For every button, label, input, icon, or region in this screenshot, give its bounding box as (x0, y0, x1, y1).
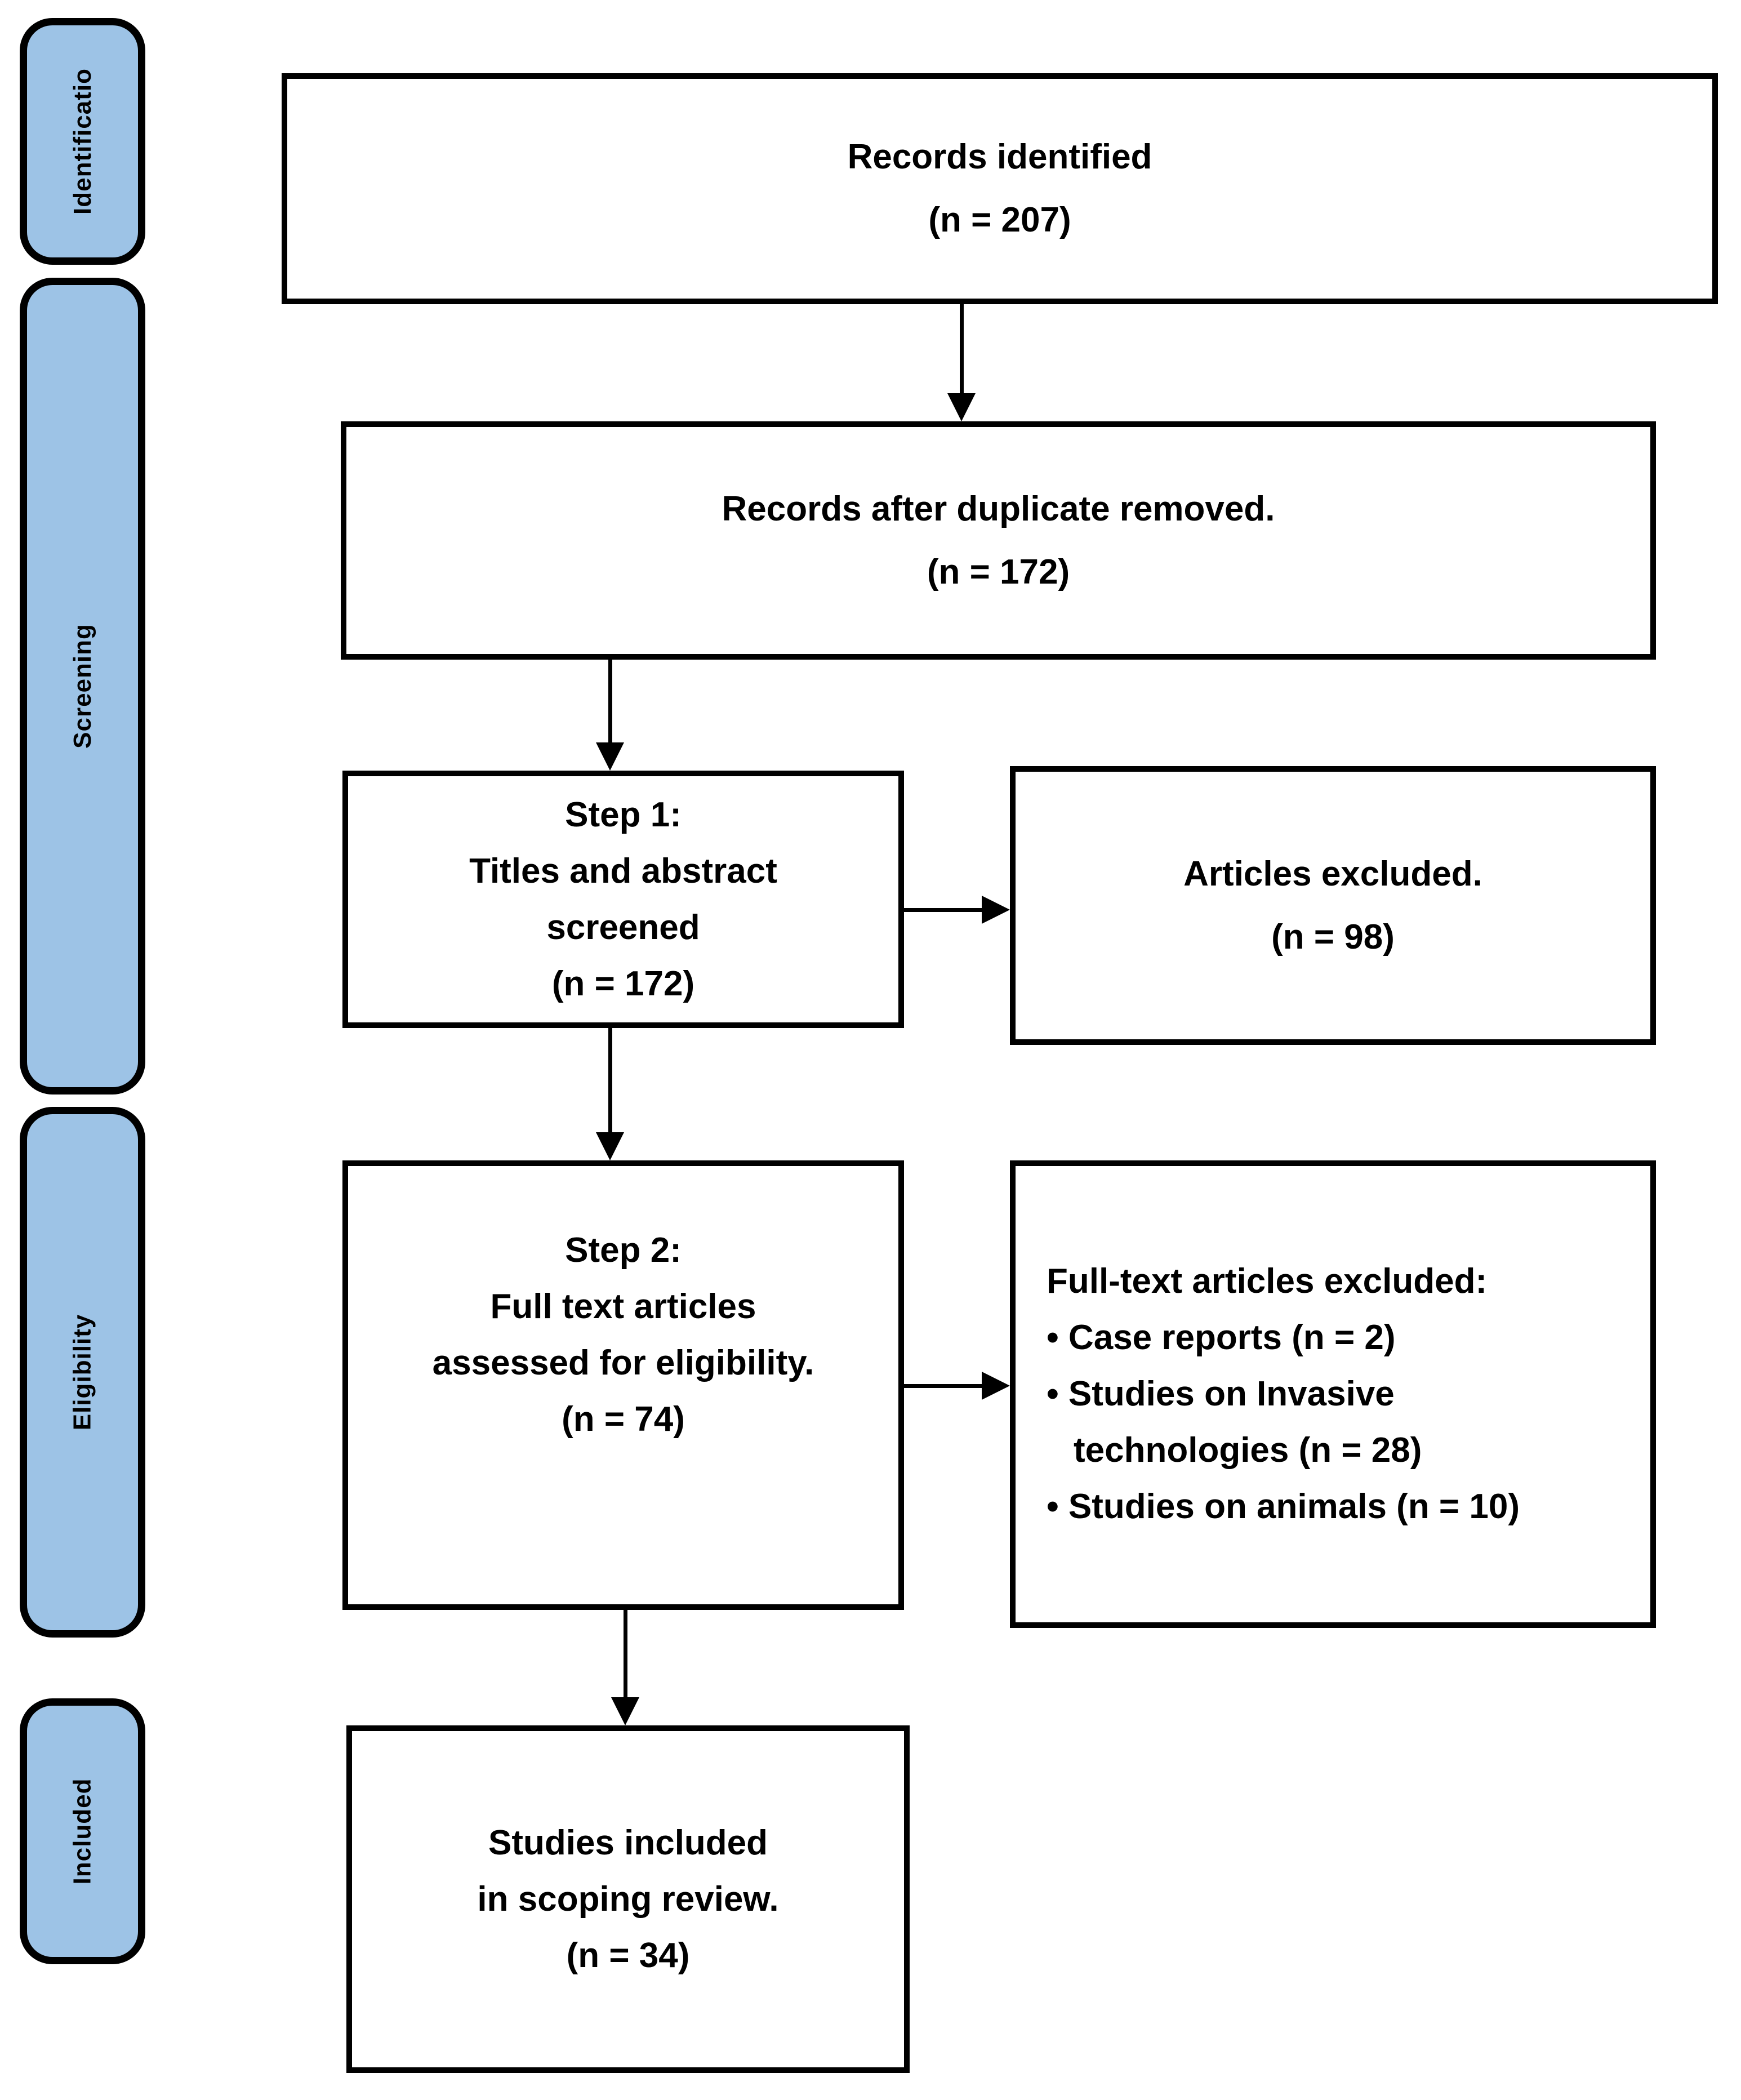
step2-text-line2: assessed for eligibility. (432, 1343, 814, 1382)
stage-identification-label: Identificatio (68, 68, 96, 215)
stage-included-label: Included (68, 1778, 96, 1885)
studies-included-count: (n = 34) (566, 1936, 690, 1975)
articles-excluded-count: (n = 98) (1271, 917, 1395, 956)
records-after-duplicates-count: (n = 172) (927, 552, 1070, 591)
fulltext-excluded-item-invasive-line2: technologies (n = 28) (1074, 1431, 1422, 1470)
box-studies-included: Studies included in scoping review. (n =… (346, 1725, 910, 2073)
arrow-step2-to-included-head-icon (611, 1697, 639, 1725)
step1-text-line2: screened (546, 907, 700, 947)
box-fulltext-excluded: Full-text articles excluded: • Case repo… (1010, 1160, 1656, 1628)
box-step2-eligibility: Step 2: Full text articles assessed for … (342, 1160, 904, 1610)
stage-eligibility: Eligibility (20, 1107, 145, 1638)
arrow-step2-to-fulltext-excluded-head-icon (982, 1372, 1010, 1400)
step2-count: (n = 74) (562, 1400, 685, 1439)
records-identified-count: (n = 207) (928, 201, 1071, 239)
arrow-records-to-duplicates-line (960, 304, 964, 395)
arrow-step1-to-excluded-line (904, 908, 984, 912)
stage-included: Included (20, 1698, 145, 1964)
studies-included-text-line2: in scoping review. (477, 1879, 779, 1919)
box-step1-screening: Step 1: Titles and abstract screened (n … (342, 771, 904, 1028)
box-articles-excluded: Articles excluded. (n = 98) (1010, 766, 1656, 1045)
box-records-identified: Records identified (n = 207) (282, 73, 1718, 304)
step2-text-line1: Full text articles (490, 1287, 756, 1326)
articles-excluded-text: Articles excluded. (1183, 854, 1482, 893)
fulltext-excluded-item-case-reports: • Case reports (n = 2) (1047, 1318, 1396, 1357)
arrow-step2-to-fulltext-excluded-line (904, 1384, 984, 1388)
fulltext-excluded-item-animals: • Studies on animals (n = 10) (1047, 1487, 1520, 1526)
arrow-step2-to-included-line (624, 1610, 627, 1699)
arrow-step1-to-excluded-head-icon (982, 896, 1010, 924)
step1-count: (n = 172) (551, 964, 695, 1003)
studies-included-text-line1: Studies included (488, 1823, 768, 1862)
records-after-duplicates-text: Records after duplicate removed. (722, 489, 1275, 528)
step2-title: Step 2: (565, 1231, 682, 1270)
fulltext-excluded-item-invasive-line1: • Studies on Invasive (1047, 1374, 1395, 1413)
fulltext-excluded-heading: Full-text articles excluded: (1047, 1262, 1488, 1301)
step1-text-line1: Titles and abstract (469, 851, 777, 891)
arrow-records-to-duplicates-head-icon (947, 393, 976, 421)
arrow-duplicates-to-step1-line (608, 660, 612, 744)
stage-eligibility-label: Eligibility (68, 1314, 96, 1431)
arrow-step1-to-step2-line (608, 1028, 612, 1134)
box-records-after-duplicates: Records after duplicate removed. (n = 17… (341, 421, 1656, 660)
arrow-step1-to-step2-head-icon (596, 1132, 624, 1160)
stage-identification: Identificatio (20, 18, 145, 265)
step1-title: Step 1: (565, 795, 682, 834)
arrow-duplicates-to-step1-head-icon (596, 742, 624, 771)
records-identified-text: Records identified (847, 137, 1152, 176)
stage-screening: Screening (20, 278, 145, 1095)
stage-screening-label: Screening (68, 624, 96, 749)
